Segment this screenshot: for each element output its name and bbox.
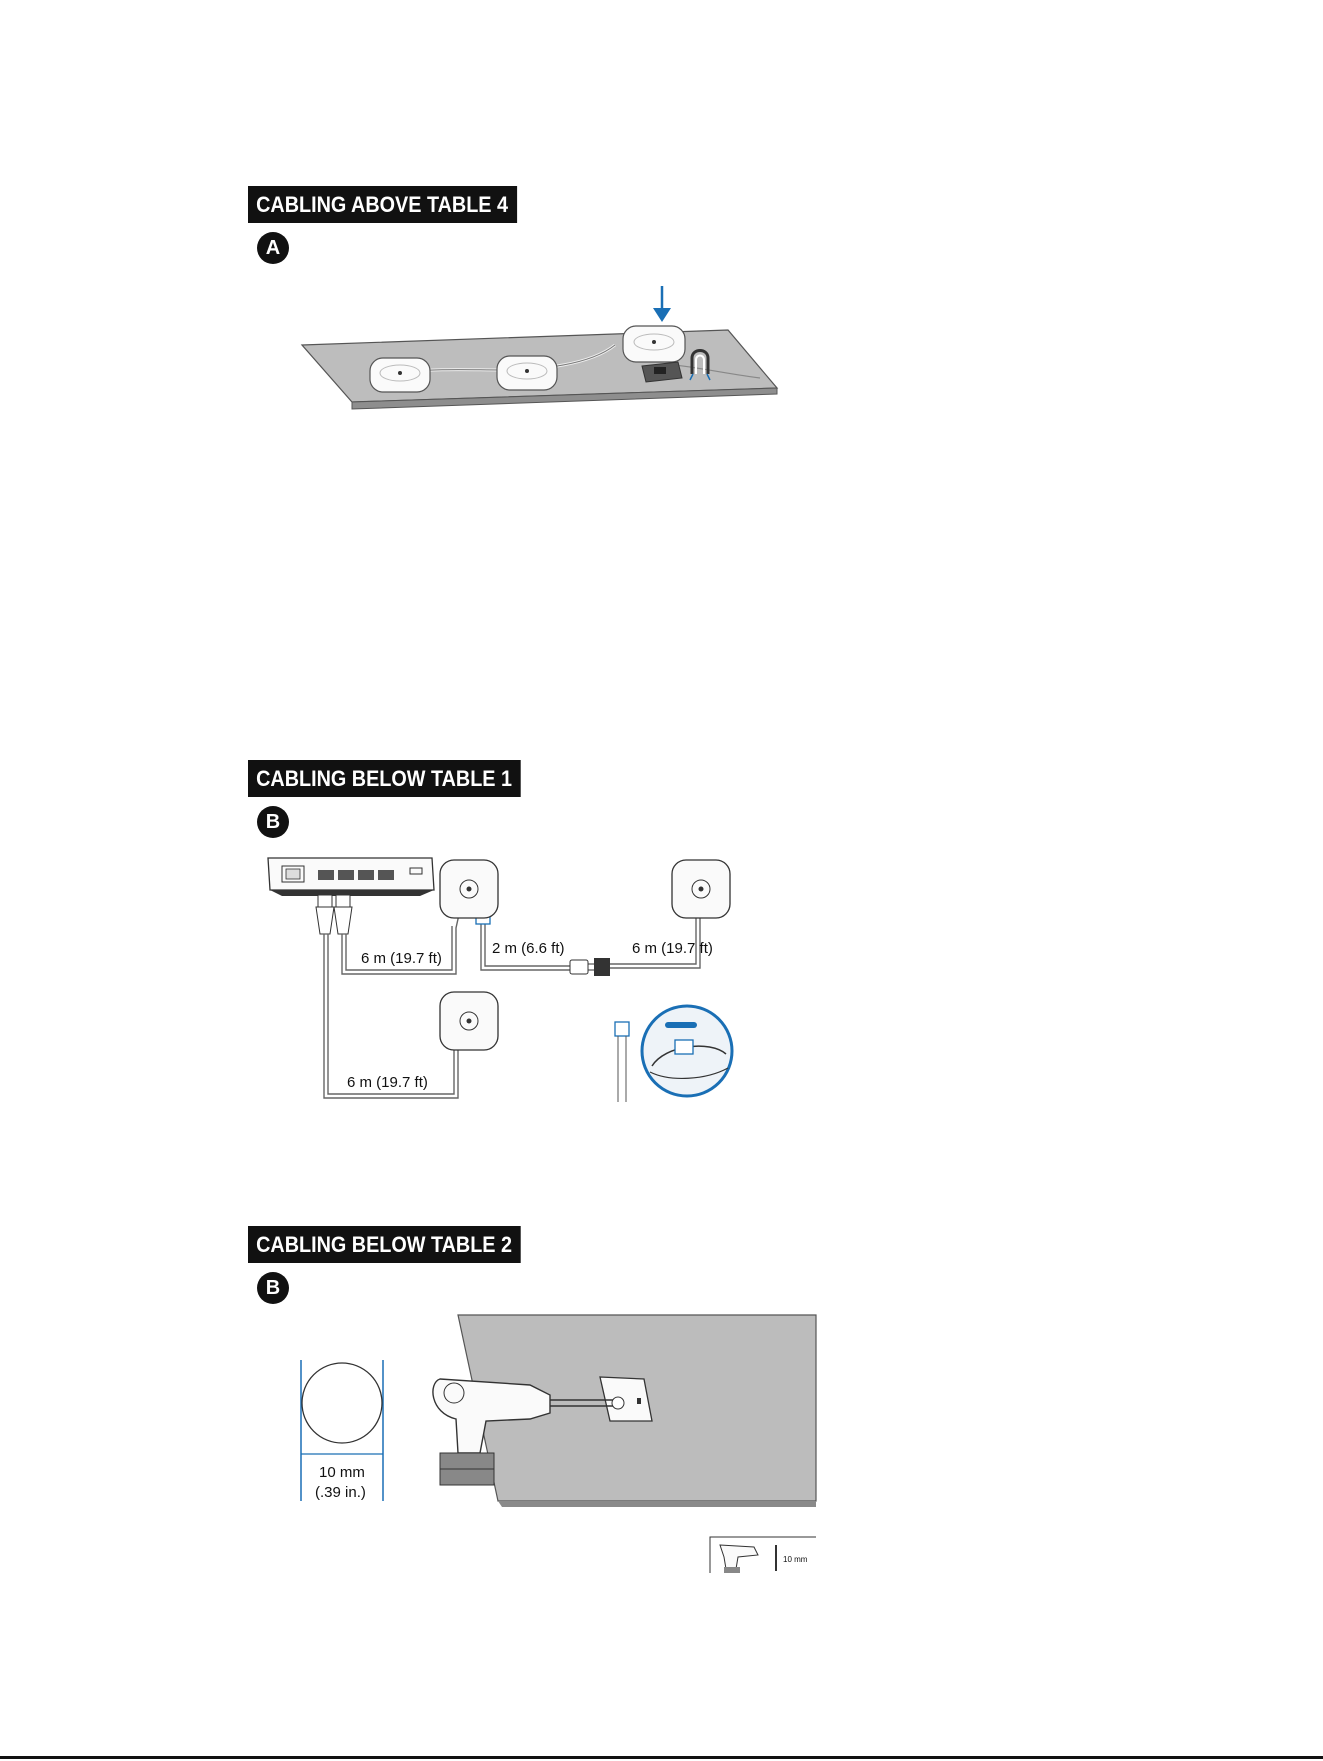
microphone-device-3 [623,326,685,362]
hole-diameter-mm: 10 mm [319,1464,365,1481]
microphone-unit-2 [672,860,730,918]
step-badge-b-2: B [257,1272,289,1304]
audio-hub [268,858,434,896]
connector-detail [615,1006,732,1102]
tool-spec-label: 10 mm [783,1555,808,1564]
microphone-unit-1 [440,860,498,918]
page-bottom-rule [0,1756,1323,1759]
microphone-unit-3 [440,992,498,1050]
down-arrow-icon [653,286,671,322]
figure-below-table-1: 6 m (19.7 ft) 2 m (6.6 ft) 6 m (19.7 ft)… [260,840,780,1110]
cable-to-mic-2 [610,910,700,968]
hole-diameter-diagram: 10 mm (.39 in.) [301,1360,383,1501]
step-badge-b-1: B [257,806,289,838]
figure-above-table [290,270,790,410]
cable-length-label-d: 6 m (19.7 ft) [347,1074,428,1091]
tool-legend: 10 mm [710,1537,816,1573]
microphone-device-1 [370,358,430,392]
section-title-below-table-2: CABLING BELOW TABLE 2 [248,1226,521,1263]
cable-hub [642,362,682,382]
cable-length-label-b: 2 m (6.6 ft) [492,940,565,957]
figure-below-table-2: 10 mm (.39 in.) 10 mm [280,1305,820,1595]
hole-diameter-in: (.39 in.) [315,1484,366,1501]
cable-length-label-a: 6 m (19.7 ft) [361,950,442,967]
cable-length-label-c: 6 m (19.7 ft) [632,940,713,957]
microphone-device-2 [497,356,557,390]
section-title-below-table-1: CABLING BELOW TABLE 1 [248,760,521,797]
section-title-above-table-4: CABLING ABOVE TABLE 4 [248,186,517,223]
hub-plugs [316,895,352,934]
step-badge-a: A [257,232,289,264]
cable-coupler [570,958,610,976]
